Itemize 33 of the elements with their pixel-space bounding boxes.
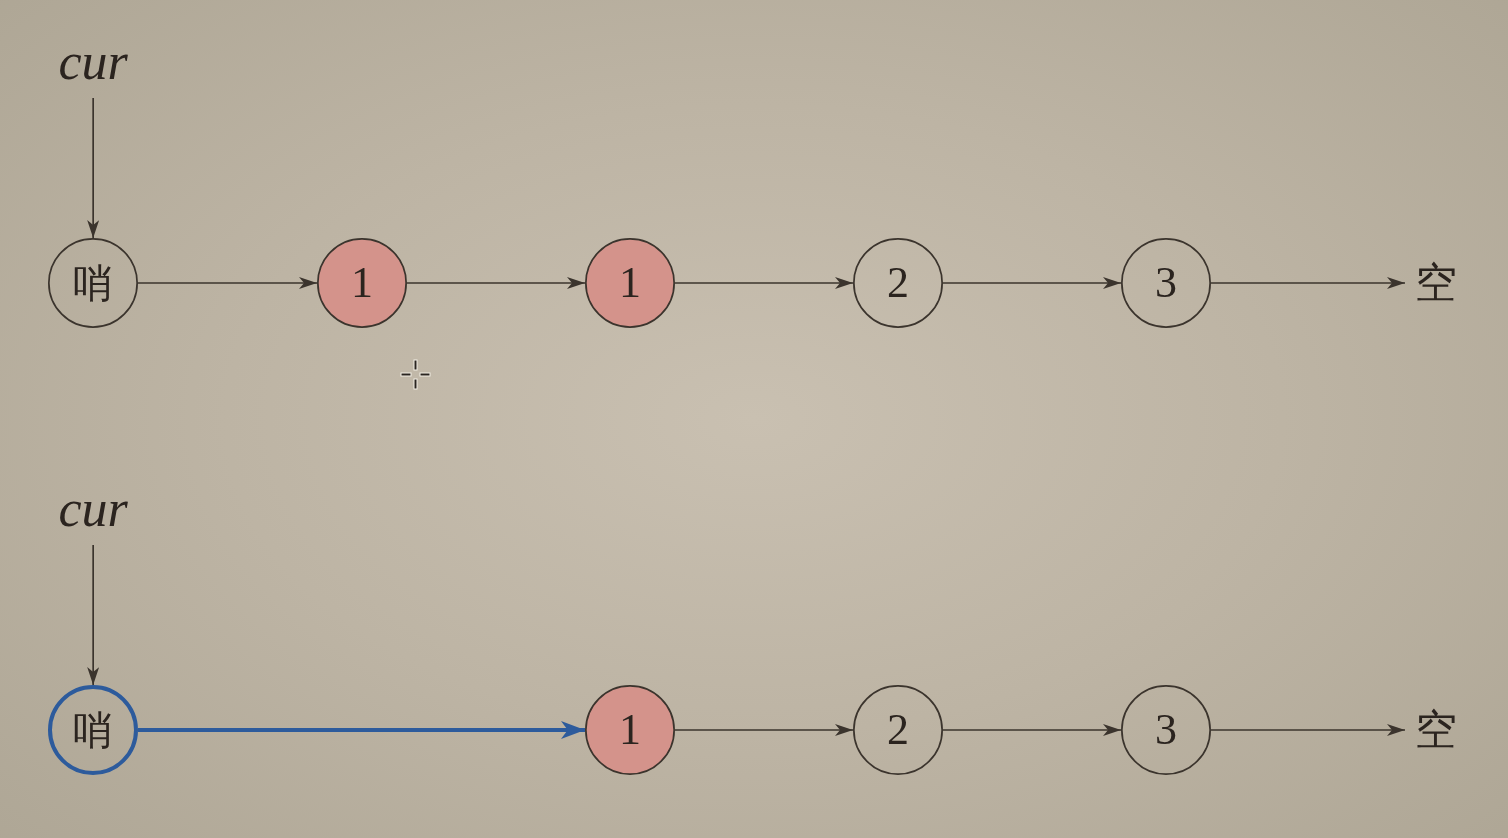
arrow [942, 724, 1122, 736]
node-value: 哨 [73, 710, 113, 750]
arrow [137, 277, 318, 289]
list-node-circle [1121, 685, 1211, 775]
list-node-circle [853, 238, 943, 328]
arrow [138, 721, 585, 739]
list-node-circle [585, 685, 675, 775]
node-value: 2 [887, 261, 909, 305]
list-node-circle [1121, 238, 1211, 328]
arrow [1210, 724, 1406, 736]
arrow [406, 277, 586, 289]
null-label: 空 [1415, 262, 1457, 304]
node-value: 3 [1155, 708, 1177, 752]
node-value: 1 [351, 261, 373, 305]
list-node-circle [48, 238, 138, 328]
list-node-circle [853, 685, 943, 775]
arrow [87, 97, 100, 239]
node-value: 1 [619, 708, 641, 752]
arrow [1210, 277, 1406, 289]
pointer-label: cur [58, 483, 128, 535]
pointer-label: cur [58, 36, 128, 88]
node-value: 哨 [73, 263, 113, 303]
node-value: 1 [619, 261, 641, 305]
list-node-circle [585, 238, 675, 328]
list-node-circle [317, 238, 407, 328]
arrow [942, 277, 1122, 289]
node-value: 3 [1155, 261, 1177, 305]
node-value: 2 [887, 708, 909, 752]
list-node-circle [48, 685, 138, 775]
null-label: 空 [1415, 709, 1457, 751]
arrow [674, 277, 854, 289]
arrow [674, 724, 854, 736]
arrow [87, 544, 100, 686]
